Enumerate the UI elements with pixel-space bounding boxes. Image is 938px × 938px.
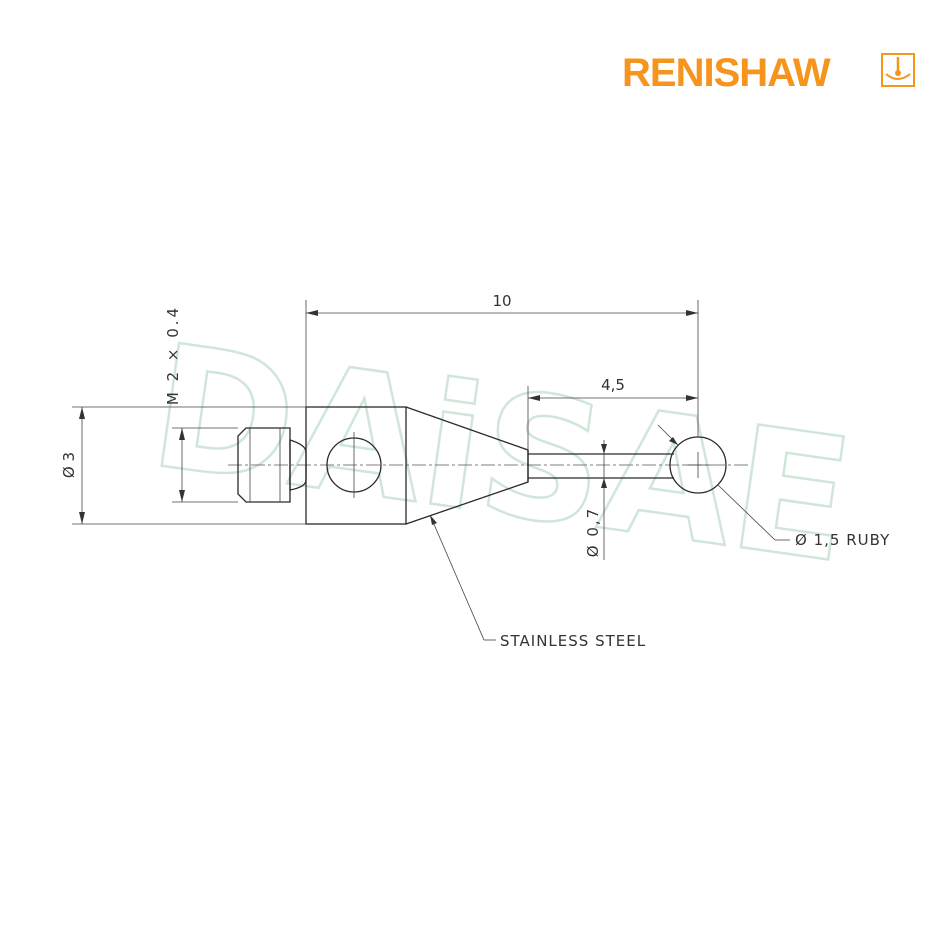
stem-diameter-label: Ø 0,7 <box>584 507 602 557</box>
leader-ball: Ø 1,5 RUBY <box>657 424 890 549</box>
stylus-stem <box>527 450 674 482</box>
watermark-text: DAiSAE <box>141 308 863 602</box>
stem-length-label: 4,5 <box>601 376 625 394</box>
stylus-body <box>305 406 407 525</box>
dimension-stem-length: 4,5 <box>527 376 698 450</box>
thread-label: M 2 × 0.4 <box>164 305 182 405</box>
material-label: STAINLESS STEEL <box>500 632 646 650</box>
ball-label: Ø 1,5 RUBY <box>795 531 890 549</box>
brand-logo: RENISHAW <box>622 51 915 95</box>
brand-symbol-icon <box>881 53 915 87</box>
body-diameter-label: Ø 3 <box>60 452 78 478</box>
dimension-stem-diameter: Ø 0,7 <box>584 440 607 560</box>
overall-length-label: 10 <box>492 292 511 310</box>
dimension-overall-length: 10 <box>305 292 699 437</box>
leader-material: STAINLESS STEEL <box>429 514 646 650</box>
brand-name: RENISHAW <box>622 51 831 95</box>
dimension-body-diameter: Ø 3 <box>60 406 306 525</box>
dimension-thread: M 2 × 0.4 <box>164 305 238 503</box>
